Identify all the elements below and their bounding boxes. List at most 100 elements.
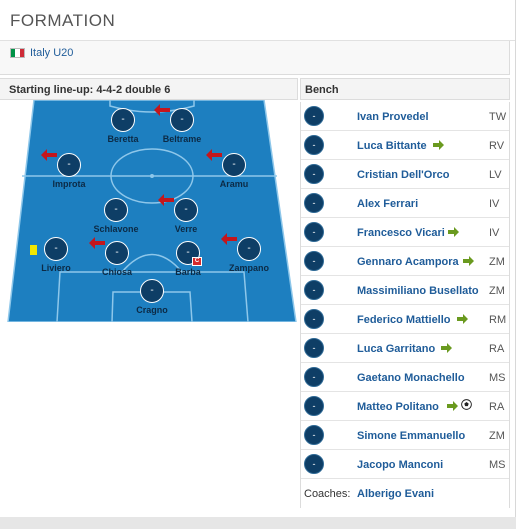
bench-row[interactable]: - Luca Bittante RV bbox=[301, 131, 509, 160]
player-name: Schlavone bbox=[93, 224, 139, 234]
bench-row[interactable]: - Matteo Politano RA bbox=[301, 392, 509, 421]
substituted-out-icon bbox=[206, 149, 222, 161]
bench-row[interactable]: - Massimiliano Busellato ZM bbox=[301, 276, 509, 305]
player-link[interactable]: Luca Bittante bbox=[357, 140, 427, 152]
bench-row[interactable]: - Cristian Dell'Orco LV bbox=[301, 160, 509, 189]
player-number: - bbox=[57, 153, 81, 177]
player-number: - bbox=[44, 237, 68, 261]
player-number: - bbox=[237, 237, 261, 261]
player-number: - bbox=[140, 279, 164, 303]
player-link[interactable]: Alex Ferrari bbox=[357, 198, 419, 210]
bench-row[interactable]: - Jacopo Manconi MS bbox=[301, 450, 509, 479]
player-number: - bbox=[304, 106, 324, 126]
player-number: - bbox=[304, 164, 324, 184]
player-number: - bbox=[304, 280, 324, 300]
player-aramu[interactable]: - Aramu bbox=[206, 149, 248, 189]
player-improta[interactable]: - Improta bbox=[41, 149, 86, 189]
player-schlavone[interactable]: - Schlavone bbox=[93, 198, 139, 234]
substituted-in-icon bbox=[433, 140, 444, 150]
player-link[interactable]: Federico Mattiello bbox=[357, 314, 451, 326]
player-name: Verre bbox=[174, 224, 198, 234]
player-link[interactable]: Luca Garritano bbox=[357, 343, 436, 355]
player-number: - bbox=[304, 396, 324, 416]
player-link[interactable]: Gaetano Monachello bbox=[357, 372, 465, 384]
player-link[interactable]: Jacopo Manconi bbox=[357, 459, 444, 471]
player-cragno[interactable]: - Cragno bbox=[136, 279, 168, 315]
position-label: IV bbox=[489, 227, 500, 239]
player-link[interactable]: Ivan Provedel bbox=[357, 111, 429, 123]
substituted-in-icon bbox=[457, 314, 468, 324]
player-link[interactable]: Matteo Politano bbox=[357, 401, 439, 413]
player-name: Beltrame bbox=[162, 134, 202, 144]
bench-row[interactable]: - Alex Ferrari IV bbox=[301, 189, 509, 218]
position-label: RM bbox=[489, 314, 507, 326]
position-label: ZM bbox=[489, 285, 505, 297]
player-name: Cragno bbox=[136, 305, 168, 315]
player-link[interactable]: Simone Emmanuello bbox=[357, 430, 466, 442]
player-number: - bbox=[304, 251, 324, 271]
substituted-in-icon bbox=[447, 401, 458, 411]
substituted-out-icon bbox=[89, 237, 105, 249]
player-link[interactable]: Francesco Vicari bbox=[357, 227, 445, 239]
player-number: - bbox=[304, 338, 324, 358]
player-name: Chiosa bbox=[101, 267, 132, 277]
bench-row[interactable]: - Federico Mattiello RM bbox=[301, 305, 509, 334]
substituted-in-icon bbox=[441, 343, 452, 353]
position-label: IV bbox=[489, 198, 500, 210]
bench-row[interactable]: - Luca Garritano RA bbox=[301, 334, 509, 363]
position-label: ZM bbox=[489, 430, 505, 442]
player-name: Zampano bbox=[228, 263, 269, 273]
player-name: Beretta bbox=[107, 134, 139, 144]
flag-stripe-red bbox=[19, 49, 24, 57]
goal-ball-icon bbox=[461, 399, 472, 410]
bench-row[interactable]: - Simone Emmanuello ZM bbox=[301, 421, 509, 450]
player-number: - bbox=[304, 222, 324, 242]
substituted-out-icon bbox=[41, 149, 57, 161]
player-beltrame[interactable]: - Beltrame bbox=[154, 104, 201, 144]
player-name: Barba bbox=[175, 267, 201, 277]
player-number: - bbox=[105, 241, 129, 265]
position-label: TW bbox=[489, 111, 507, 123]
substituted-in-icon bbox=[448, 227, 459, 237]
substituted-out-icon bbox=[221, 233, 237, 245]
player-number: - bbox=[304, 425, 324, 445]
bench-row[interactable]: - Francesco Vicari IV bbox=[301, 218, 509, 247]
position-label: MS bbox=[489, 372, 506, 384]
divider bbox=[0, 40, 515, 41]
player-verre[interactable]: - Verre bbox=[158, 194, 198, 234]
player-beretta[interactable]: - Beretta bbox=[107, 108, 139, 144]
bench-list: - Ivan Provedel TW - Luca Bittante RV - … bbox=[300, 102, 510, 508]
player-barba[interactable]: - C Barba bbox=[175, 241, 202, 277]
italy-flag-icon bbox=[10, 48, 25, 58]
player-link[interactable]: Massimiliano Busellato bbox=[357, 285, 479, 297]
position-label: RA bbox=[489, 343, 505, 355]
team-row: Italy U20 bbox=[0, 41, 510, 75]
formation-panel: FORMATION Italy U20 Starting line-up: 4-… bbox=[0, 0, 516, 517]
player-number: - bbox=[222, 153, 246, 177]
player-link[interactable]: Cristian Dell'Orco bbox=[357, 169, 450, 181]
coaches-label: Coaches: bbox=[304, 488, 351, 500]
yellow-card-icon bbox=[30, 245, 37, 255]
position-label: RA bbox=[489, 401, 505, 413]
player-number: - bbox=[176, 241, 200, 265]
player-zampano[interactable]: - Zampano bbox=[221, 233, 269, 273]
player-number: - bbox=[111, 108, 135, 132]
position-label: RV bbox=[489, 140, 505, 152]
team-link[interactable]: Italy U20 bbox=[30, 47, 74, 59]
bench-row[interactable]: - Ivan Provedel TW bbox=[301, 102, 509, 131]
bench-row[interactable]: - Gennaro Acampora ZM bbox=[301, 247, 509, 276]
player-liviero[interactable]: - Liviero bbox=[30, 237, 71, 273]
bench-label: Bench bbox=[305, 84, 339, 96]
player-chiosa[interactable]: - Chiosa bbox=[89, 237, 132, 277]
bench-row[interactable]: - Gaetano Monachello MS bbox=[301, 363, 509, 392]
player-number: - bbox=[174, 198, 198, 222]
player-name: Aramu bbox=[219, 179, 249, 189]
player-number: - bbox=[304, 454, 324, 474]
coach-link[interactable]: Alberigo Evani bbox=[357, 488, 435, 500]
player-name: Improta bbox=[52, 179, 86, 189]
player-link[interactable]: Gennaro Acampora bbox=[357, 256, 459, 268]
flag-stripe-white bbox=[15, 49, 20, 57]
player-number: - bbox=[170, 108, 194, 132]
substituted-out-icon bbox=[158, 194, 174, 206]
section-title: FORMATION bbox=[10, 11, 116, 30]
